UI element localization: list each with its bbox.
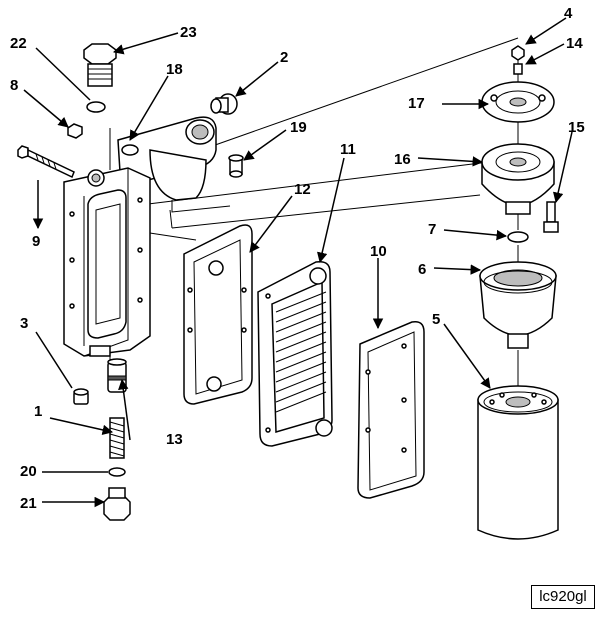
filter-adapter-part-16: [481, 143, 555, 215]
callout-10: 10: [370, 243, 387, 260]
sensor-part-15: [543, 201, 559, 233]
callout-13: 13: [166, 431, 183, 448]
callout-19: 19: [290, 119, 307, 136]
cooler-core-part-11: [257, 260, 333, 447]
o-ring-part-20: [108, 467, 126, 477]
fitting-part-8: [67, 123, 83, 139]
o-ring-part-22: [86, 101, 106, 113]
callout-4: 4: [564, 5, 573, 22]
spring-part-1: [109, 417, 125, 459]
figure-code: lc920gl: [531, 585, 595, 609]
callout-9: 9: [32, 233, 40, 250]
callout-8: 8: [10, 77, 18, 94]
callout-14: 14: [566, 35, 583, 52]
callout-5: 5: [432, 311, 440, 328]
leader-lines: [23, 17, 573, 508]
callout-17: 17: [408, 95, 425, 112]
callout-23: 23: [180, 24, 197, 41]
callout-21: 21: [20, 495, 37, 512]
plug-part-2: [210, 93, 238, 115]
capscrew-part-23: [83, 43, 117, 87]
housing-part-18: [117, 116, 231, 213]
plate-part-17: [481, 81, 555, 123]
callout-22: 22: [10, 35, 27, 52]
callout-1: 1: [34, 403, 42, 420]
callout-3: 3: [20, 315, 28, 332]
callout-11: 11: [340, 141, 356, 158]
bolt-part-9: [17, 145, 75, 179]
callout-20: 20: [20, 463, 37, 480]
callout-12: 12: [294, 181, 311, 198]
fitting-part-19: [228, 154, 244, 178]
callout-2: 2: [280, 49, 288, 66]
gasket-part-10: [357, 320, 425, 499]
plug-part-21: [103, 487, 131, 521]
plug-part-3: [73, 388, 89, 405]
callout-7: 7: [428, 221, 436, 238]
callout-18: 18: [166, 61, 183, 78]
screw-part-4: [511, 45, 525, 61]
callout-15: 15: [568, 119, 585, 136]
o-ring-part-7: [507, 231, 529, 243]
callout-labels: 23 22 8 18 2 19 9 12 11 10 3 13 1 20 21 …: [10, 5, 585, 512]
filter-bowl-part-6: [479, 261, 557, 349]
callout-16: 16: [394, 151, 411, 168]
filter-part-5: [477, 385, 559, 540]
callout-6: 6: [418, 261, 426, 278]
filter-head-body: [63, 167, 151, 357]
pin-part-14: [513, 63, 523, 75]
gasket-part-12: [183, 224, 253, 405]
